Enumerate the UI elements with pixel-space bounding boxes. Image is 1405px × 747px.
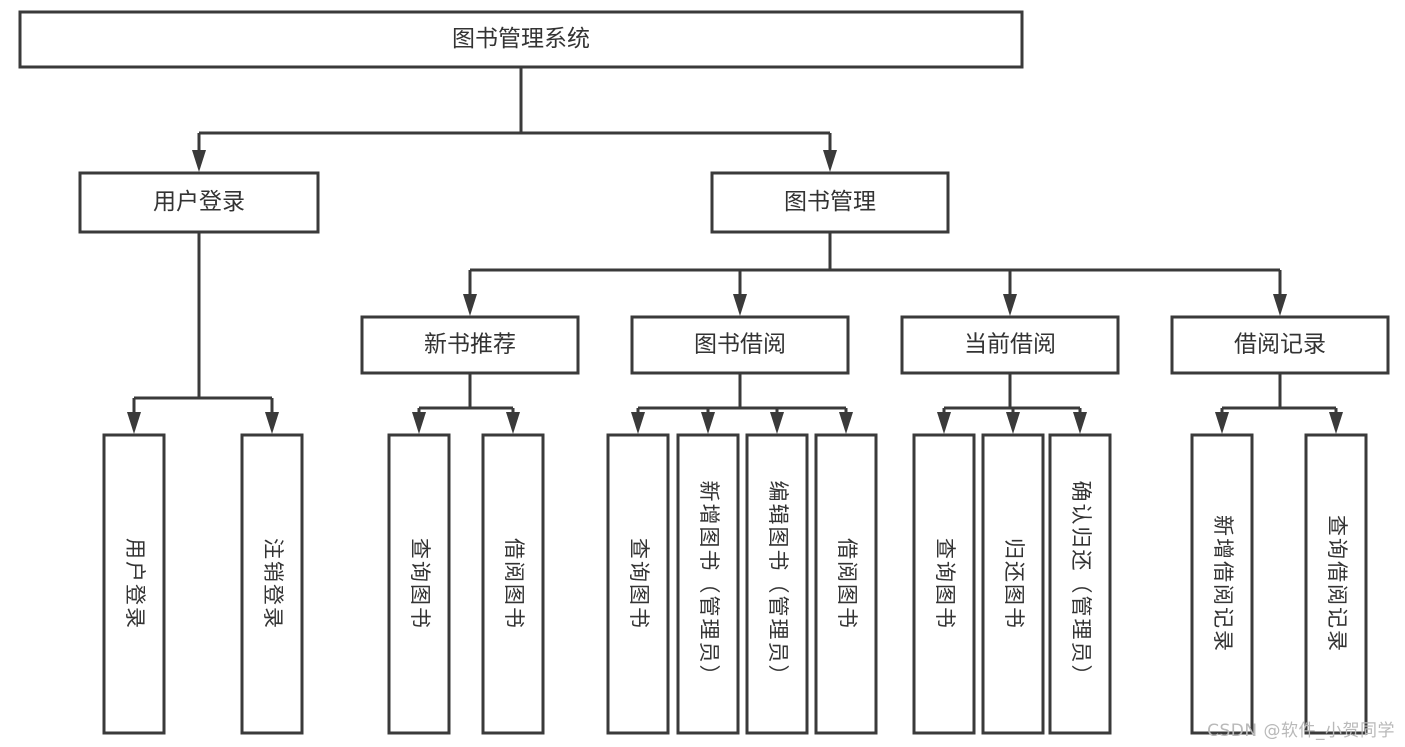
node-label-leaf-borrow-book-borrow: 借阅图书 bbox=[835, 538, 859, 630]
node-box[interactable] bbox=[676, 433, 740, 735]
arrow-head-icon bbox=[506, 412, 520, 434]
node-label-leaf-add-borrow-record: 新增借阅记录 bbox=[1211, 515, 1235, 653]
node-box[interactable] bbox=[912, 433, 976, 735]
node-leaf-return-book[interactable]: 归还图书 bbox=[981, 433, 1045, 735]
node-box[interactable] bbox=[240, 433, 304, 735]
node-label-book-borrow: 图书借阅 bbox=[694, 332, 786, 358]
arrow-head-icon bbox=[412, 412, 426, 434]
node-leaf-query-book-current[interactable]: 查询图书 bbox=[912, 433, 976, 735]
node-leaf-confirm-return-admin[interactable]: 确认归还（管理员） bbox=[1048, 433, 1112, 735]
nodes-layer: 图书管理系统用户登录图书管理新书推荐图书借阅当前借阅借阅记录用户登录注销登录查询… bbox=[18, 10, 1390, 735]
node-leaf-logout[interactable]: 注销登录 bbox=[240, 433, 304, 735]
node-leaf-query-book-borrow[interactable]: 查询图书 bbox=[606, 433, 670, 735]
node-leaf-user-login[interactable]: 用户登录 bbox=[102, 433, 166, 735]
node-user-login[interactable]: 用户登录 bbox=[78, 171, 320, 234]
arrow-head-icon bbox=[1073, 412, 1087, 434]
node-box[interactable] bbox=[630, 315, 850, 375]
node-label-leaf-user-login: 用户登录 bbox=[123, 538, 147, 630]
node-box[interactable] bbox=[18, 10, 1024, 69]
arrow-head-icon bbox=[631, 412, 645, 434]
node-label-leaf-query-book-rec: 查询图书 bbox=[408, 538, 432, 630]
node-root[interactable]: 图书管理系统 bbox=[18, 10, 1024, 69]
node-leaf-query-book-rec[interactable]: 查询图书 bbox=[387, 433, 451, 735]
node-label-leaf-query-book-borrow: 查询图书 bbox=[627, 538, 651, 630]
node-box[interactable] bbox=[1190, 433, 1254, 735]
arrow-head-icon bbox=[463, 294, 477, 316]
arrow-head-icon bbox=[733, 294, 747, 316]
arrow-head-icon bbox=[1006, 412, 1020, 434]
node-box[interactable] bbox=[1304, 433, 1368, 735]
node-label-leaf-query-book-current: 查询图书 bbox=[933, 538, 957, 630]
node-label-user-login: 用户登录 bbox=[153, 189, 245, 215]
arrow-head-icon bbox=[265, 412, 279, 434]
node-book-borrow[interactable]: 图书借阅 bbox=[630, 315, 850, 375]
node-leaf-query-borrow-record[interactable]: 查询借阅记录 bbox=[1304, 433, 1368, 735]
node-label-leaf-borrow-book-rec: 借阅图书 bbox=[502, 538, 526, 630]
node-label-current-borrow: 当前借阅 bbox=[964, 332, 1056, 358]
node-book-manage[interactable]: 图书管理 bbox=[710, 171, 950, 234]
node-box[interactable] bbox=[745, 433, 809, 735]
arrow-head-icon bbox=[1273, 294, 1287, 316]
arrow-head-icon bbox=[127, 412, 141, 434]
node-leaf-add-borrow-record[interactable]: 新增借阅记录 bbox=[1190, 433, 1254, 735]
arrow-head-icon bbox=[839, 412, 853, 434]
arrow-head-icon bbox=[770, 412, 784, 434]
node-leaf-add-book-admin[interactable]: 新增图书（管理员） bbox=[676, 433, 740, 735]
node-label-book-manage: 图书管理 bbox=[784, 189, 876, 215]
node-label-leaf-return-book: 归还图书 bbox=[1002, 538, 1026, 630]
arrow-head-icon bbox=[1003, 294, 1017, 316]
node-current-borrow[interactable]: 当前借阅 bbox=[900, 315, 1120, 375]
node-box[interactable] bbox=[102, 433, 166, 735]
node-box[interactable] bbox=[1048, 433, 1112, 735]
node-box[interactable] bbox=[606, 433, 670, 735]
node-leaf-borrow-book-rec[interactable]: 借阅图书 bbox=[481, 433, 545, 735]
node-label-leaf-logout: 注销登录 bbox=[261, 538, 285, 630]
node-label-leaf-confirm-return-admin: 确认归还（管理员） bbox=[1069, 481, 1093, 688]
arrow-head-icon bbox=[701, 412, 715, 434]
arrow-head-icon bbox=[937, 412, 951, 434]
node-label-borrow-record: 借阅记录 bbox=[1234, 332, 1326, 358]
node-box[interactable] bbox=[387, 433, 451, 735]
node-borrow-record[interactable]: 借阅记录 bbox=[1170, 315, 1390, 375]
node-box[interactable] bbox=[981, 433, 1045, 735]
node-label-leaf-query-borrow-record: 查询借阅记录 bbox=[1325, 515, 1349, 653]
node-box[interactable] bbox=[710, 171, 950, 234]
arrow-head-icon bbox=[823, 150, 837, 172]
arrow-head-icon bbox=[1215, 412, 1229, 434]
edges-layer bbox=[127, 67, 1343, 434]
node-box[interactable] bbox=[481, 433, 545, 735]
arrow-head-icon bbox=[1329, 412, 1343, 434]
node-label-leaf-add-book-admin: 新增图书（管理员） bbox=[697, 481, 721, 688]
node-box[interactable] bbox=[360, 315, 580, 375]
node-box[interactable] bbox=[1170, 315, 1390, 375]
node-box[interactable] bbox=[78, 171, 320, 234]
node-leaf-borrow-book-borrow[interactable]: 借阅图书 bbox=[814, 433, 878, 735]
arrow-head-icon bbox=[192, 150, 206, 172]
node-new-book-recommend[interactable]: 新书推荐 bbox=[360, 315, 580, 375]
node-leaf-edit-book-admin[interactable]: 编辑图书（管理员） bbox=[745, 433, 809, 735]
node-box[interactable] bbox=[814, 433, 878, 735]
node-label-root: 图书管理系统 bbox=[452, 26, 590, 52]
node-label-new-book-recommend: 新书推荐 bbox=[424, 332, 516, 358]
node-label-leaf-edit-book-admin: 编辑图书（管理员） bbox=[766, 481, 790, 688]
node-box[interactable] bbox=[900, 315, 1120, 375]
